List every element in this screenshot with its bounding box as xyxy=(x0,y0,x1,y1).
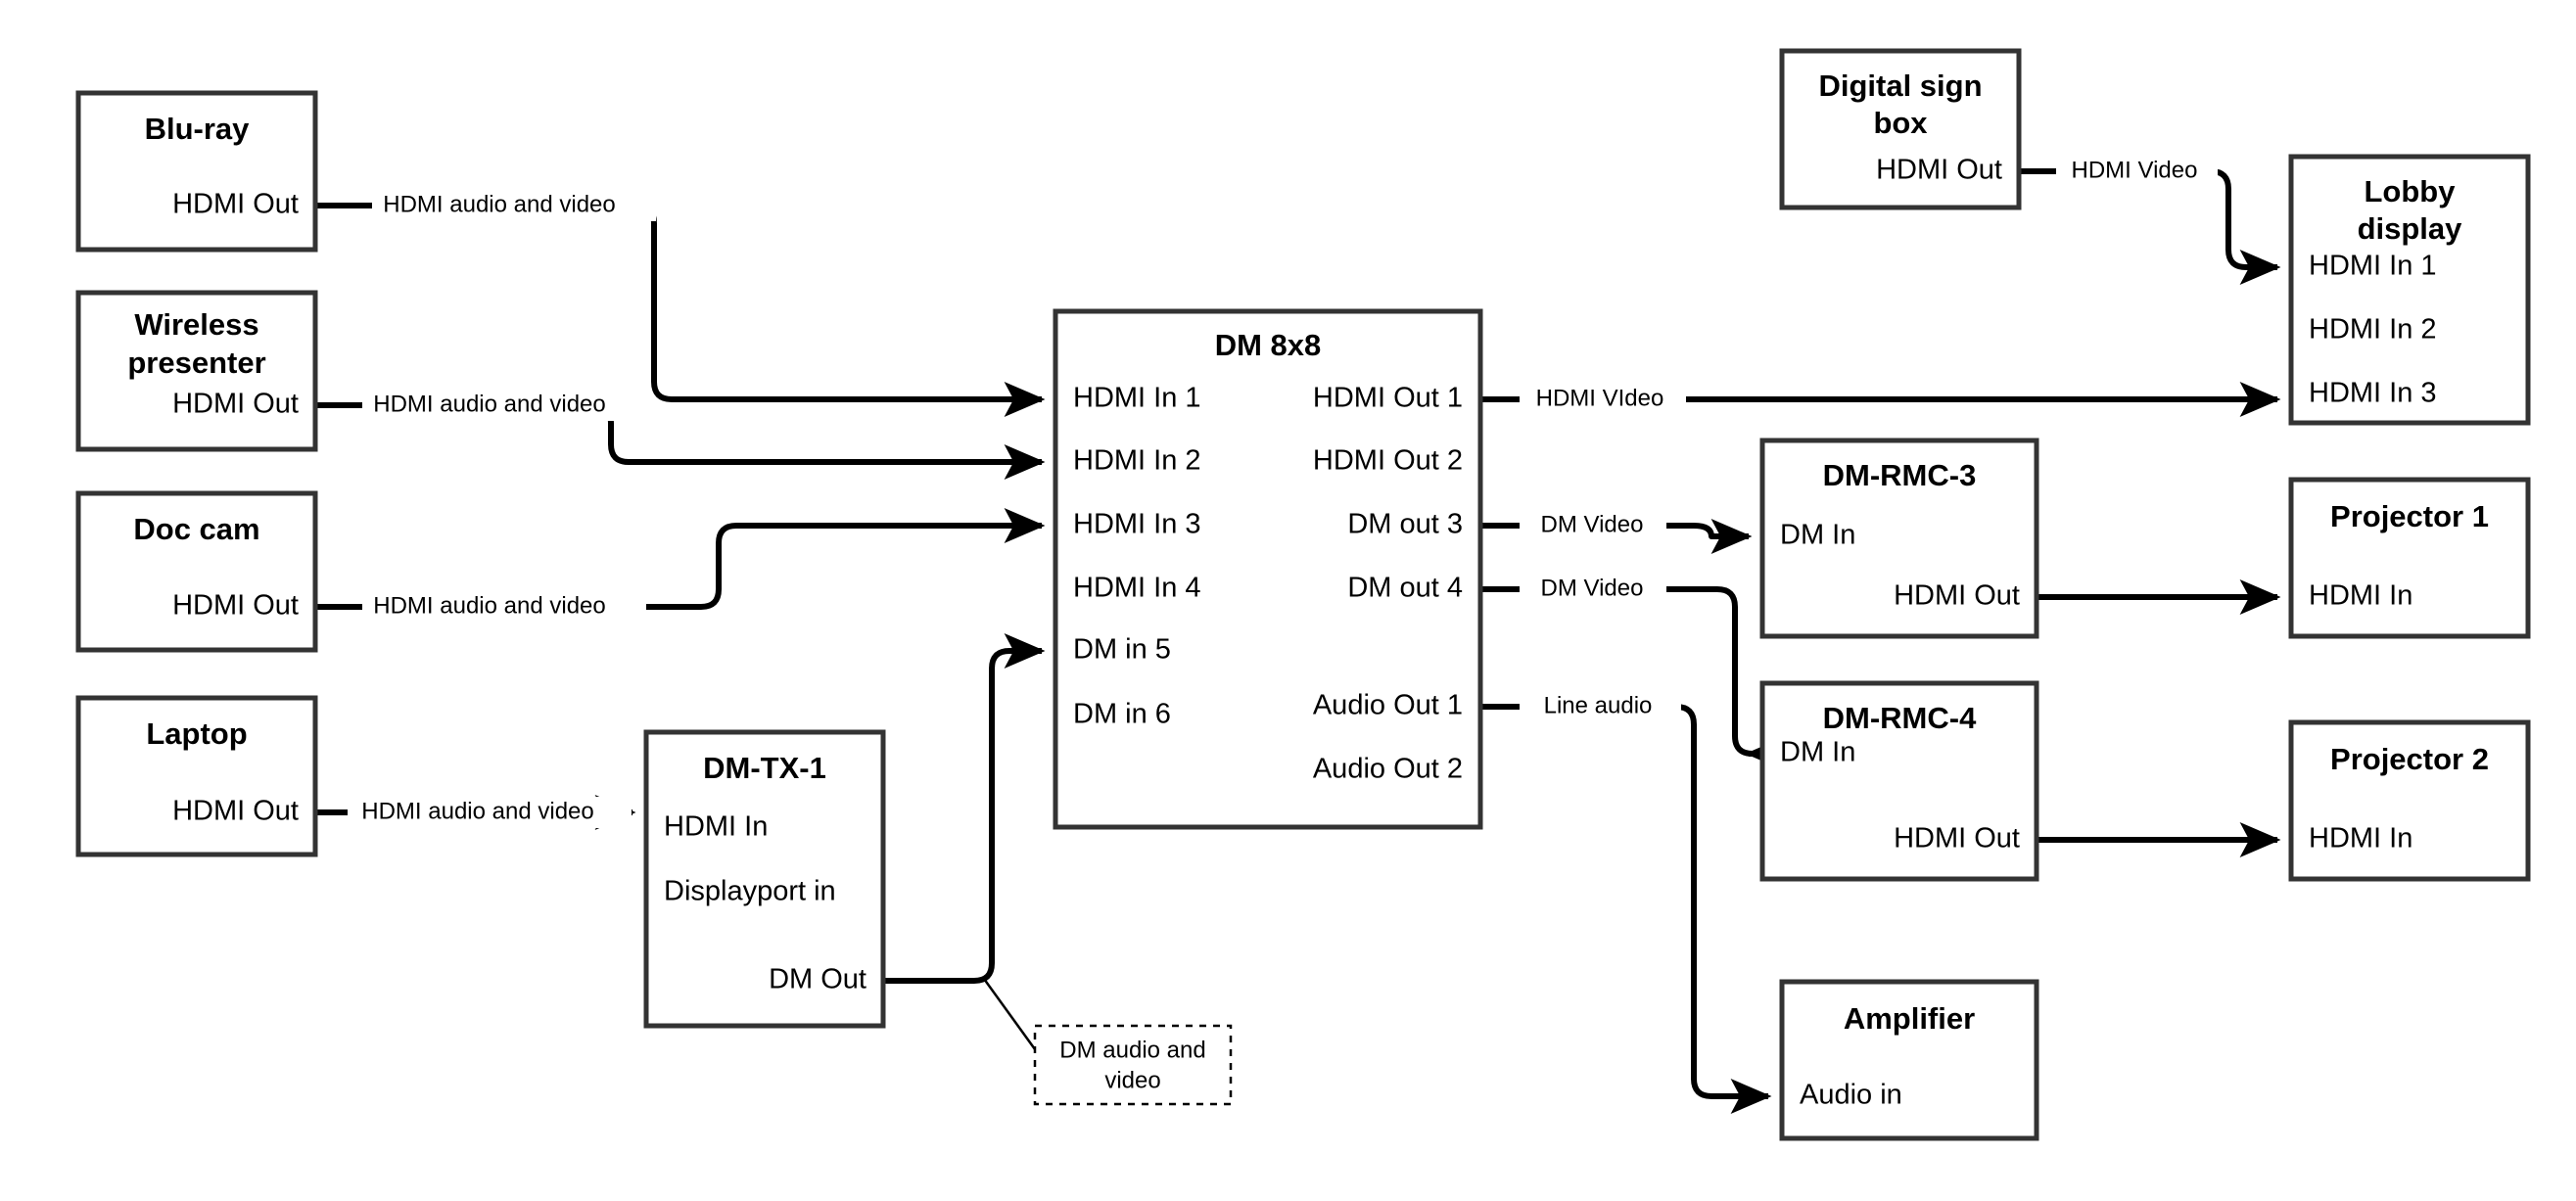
callout-line-1: DM audio and xyxy=(1059,1037,1205,1063)
node-bluray[interactable]: Blu-ray HDMI Out xyxy=(75,90,318,253)
wire-dm-out-3-to-dmrmc3-dm-in xyxy=(1480,519,1753,554)
node-title-laptop: Laptop xyxy=(146,716,247,751)
port-bluray-hdmi-out[interactable]: HDMI Out xyxy=(172,189,299,220)
link-label-wireless: HDMI audio and video xyxy=(373,391,605,417)
link-label-dm-video-3: DM Video xyxy=(1541,511,1644,537)
node-amplifier[interactable]: Amplifier Audio in xyxy=(1779,979,2039,1141)
node-title-projector1: Projector 1 xyxy=(2330,499,2489,533)
node-dm-8x8[interactable]: DM 8x8 HDMI In 1 HDMI In 2 HDMI In 3 HDM… xyxy=(1053,308,1483,830)
node-title-dm8x8: DM 8x8 xyxy=(1215,328,1322,362)
callout-line-2: video xyxy=(1104,1067,1160,1093)
node-title-wireless-line2: presenter xyxy=(127,346,265,380)
port-dm8x8-hdmi-in-2[interactable]: HDMI In 2 xyxy=(1073,445,1201,477)
node-title-digitalsign-line2: box xyxy=(1873,106,1928,140)
node-title-lobby-line1: Lobby xyxy=(2365,174,2457,208)
wire-dmtx1-to-dm-in-5 xyxy=(881,633,1046,984)
port-dm8x8-hdmi-out-1[interactable]: HDMI Out 1 xyxy=(1313,383,1463,414)
node-digital-sign-box[interactable]: Digital sign box HDMI Out xyxy=(1779,48,2022,210)
node-title-dmrmc3: DM-RMC-3 xyxy=(1823,458,1977,492)
port-dm8x8-dm-out-4[interactable]: DM out 4 xyxy=(1347,573,1463,604)
port-digitalsign-hdmi-out[interactable]: HDMI Out xyxy=(1876,155,2002,186)
callout-dm-audio-and-video: DM audio and video xyxy=(1033,1024,1233,1106)
node-title-bluray: Blu-ray xyxy=(145,112,251,146)
wire-doccam-to-hdmi-in-3 xyxy=(315,508,1046,610)
link-label-hdmi-video-sign: HDMI Video xyxy=(2072,157,2198,183)
port-dmtx1-dm-out[interactable]: DM Out xyxy=(769,964,866,995)
node-doc-cam[interactable]: Doc cam HDMI Out xyxy=(75,490,318,653)
port-dm8x8-hdmi-in-4[interactable]: HDMI In 4 xyxy=(1073,573,1201,604)
port-dmrmc4-dm-in[interactable]: DM In xyxy=(1780,737,1855,768)
link-label-dm-video-4: DM Video xyxy=(1541,575,1644,601)
port-wireless-hdmi-out[interactable]: HDMI Out xyxy=(172,389,299,420)
port-lobby-hdmi-in-2[interactable]: HDMI In 2 xyxy=(2309,314,2437,346)
wire-audio-out-1-to-amplifier xyxy=(1480,704,1772,1114)
port-dm8x8-dm-out-3[interactable]: DM out 3 xyxy=(1347,509,1463,540)
port-projector1-hdmi-in[interactable]: HDMI In xyxy=(2309,580,2412,612)
port-lobby-hdmi-in-3[interactable]: HDMI In 3 xyxy=(2309,378,2437,409)
port-dmtx1-displayport-in[interactable]: Displayport in xyxy=(664,876,836,907)
node-projector-2[interactable]: Projector 2 HDMI In xyxy=(2288,719,2531,882)
port-dm8x8-hdmi-in-1[interactable]: HDMI In 1 xyxy=(1073,383,1201,414)
port-dmrmc3-dm-in[interactable]: DM In xyxy=(1780,520,1855,551)
node-title-dmrmc4: DM-RMC-4 xyxy=(1823,701,1977,735)
link-label-laptop: HDMI audio and video xyxy=(361,798,593,824)
port-laptop-hdmi-out[interactable]: HDMI Out xyxy=(172,796,299,827)
node-dm-rmc-4[interactable]: DM-RMC-4 DM In HDMI Out xyxy=(1759,680,2039,882)
node-laptop[interactable]: Laptop HDMI Out xyxy=(75,695,318,857)
node-title-dmtx1: DM-TX-1 xyxy=(703,751,826,785)
port-dmtx1-hdmi-in[interactable]: HDMI In xyxy=(664,811,768,843)
port-dm8x8-hdmi-out-2[interactable]: HDMI Out 2 xyxy=(1313,445,1463,477)
port-dmrmc3-hdmi-out[interactable]: HDMI Out xyxy=(1894,580,2020,612)
link-label-doccam: HDMI audio and video xyxy=(373,592,605,619)
port-doccam-hdmi-out[interactable]: HDMI Out xyxy=(172,590,299,622)
port-dm8x8-dm-in-6[interactable]: DM in 6 xyxy=(1073,699,1171,730)
wire-bluray-to-hdmi-in-1 xyxy=(315,203,1046,417)
wire-sign-to-lobby-hdmi-in-1 xyxy=(2019,168,2281,285)
link-label-line-audio: Line audio xyxy=(1544,692,1653,718)
port-amplifier-audio-in[interactable]: Audio in xyxy=(1800,1080,1902,1111)
port-dm8x8-hdmi-in-3[interactable]: HDMI In 3 xyxy=(1073,509,1201,540)
wire-dm-out-4-to-dmrmc4-dm-in xyxy=(1480,586,1787,771)
link-label-bluray: HDMI audio and video xyxy=(383,191,615,217)
node-wireless-presenter[interactable]: Wireless presenter HDMI Out xyxy=(75,290,318,452)
node-title-doccam: Doc cam xyxy=(133,512,259,546)
node-dm-rmc-3[interactable]: DM-RMC-3 DM In HDMI Out xyxy=(1759,438,2039,639)
port-dmrmc4-hdmi-out[interactable]: HDMI Out xyxy=(1894,823,2020,855)
link-label-hdmi-video-lobby: HDMI VIdeo xyxy=(1536,385,1664,411)
port-dm8x8-dm-in-5[interactable]: DM in 5 xyxy=(1073,634,1171,666)
node-title-lobby-line2: display xyxy=(2358,211,2463,246)
node-title-projector2: Projector 2 xyxy=(2330,742,2489,776)
port-dm8x8-audio-out-2[interactable]: Audio Out 2 xyxy=(1313,754,1463,785)
port-projector2-hdmi-in[interactable]: HDMI In xyxy=(2309,823,2412,855)
node-title-wireless-line1: Wireless xyxy=(134,307,258,342)
node-projector-1[interactable]: Projector 1 HDMI In xyxy=(2288,477,2531,639)
wire-label-layer: HDMI audio and video HDMI audio and vide… xyxy=(348,156,2218,828)
node-title-amplifier: Amplifier xyxy=(1844,1001,1975,1036)
node-lobby-display[interactable]: Lobby display HDMI In 1 HDMI In 2 HDMI I… xyxy=(2288,154,2531,426)
port-dm8x8-audio-out-1[interactable]: Audio Out 1 xyxy=(1313,690,1463,721)
node-title-digitalsign-line1: Digital sign xyxy=(1818,69,1982,103)
node-dm-tx-1[interactable]: DM-TX-1 HDMI In Displayport in DM Out xyxy=(643,729,886,1029)
port-lobby-hdmi-in-1[interactable]: HDMI In 1 xyxy=(2309,251,2437,282)
